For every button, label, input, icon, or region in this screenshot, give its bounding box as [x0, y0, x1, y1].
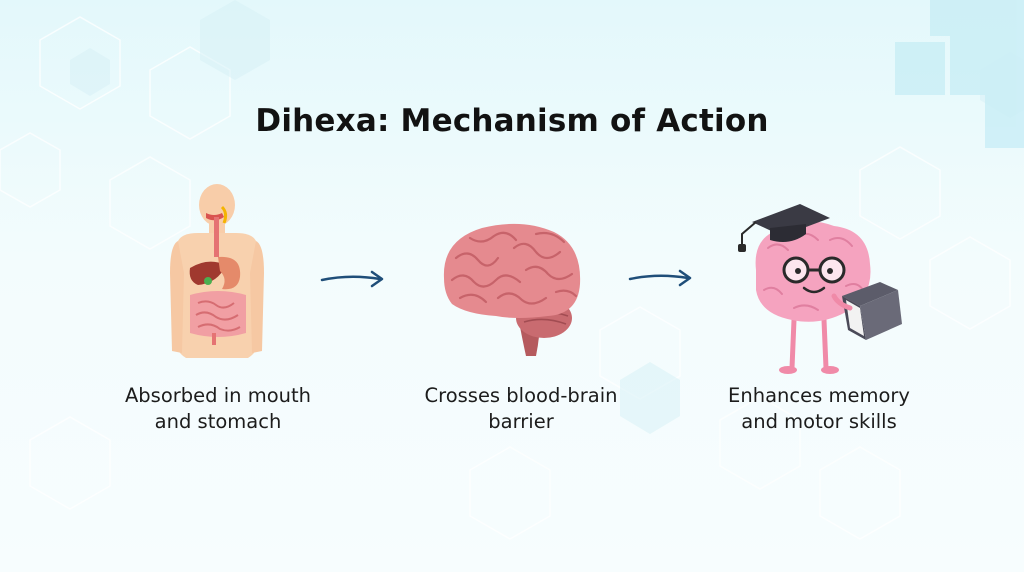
caption-line: and stomach — [154, 410, 282, 433]
digestive-system-icon — [170, 184, 264, 358]
page-title: Dihexa: Mechanism of Action — [255, 103, 769, 139]
arrow-right-icon — [320, 270, 384, 288]
step-caption-enhance: Enhances memory and motor skills — [699, 383, 939, 435]
graduate-brain-reading-icon — [738, 204, 902, 374]
caption-line: Crosses blood-brain — [424, 384, 618, 407]
step-caption-absorption: Absorbed in mouth and stomach — [98, 383, 338, 435]
brain-icon — [443, 223, 581, 356]
arrow-right-icon — [628, 269, 692, 287]
caption-line: Enhances memory — [728, 384, 910, 407]
caption-line: barrier — [488, 410, 554, 433]
caption-line: Absorbed in mouth — [124, 384, 312, 407]
caption-line: and motor skills — [741, 410, 897, 433]
step-caption-bbb: Crosses blood-brain barrier — [401, 383, 641, 435]
